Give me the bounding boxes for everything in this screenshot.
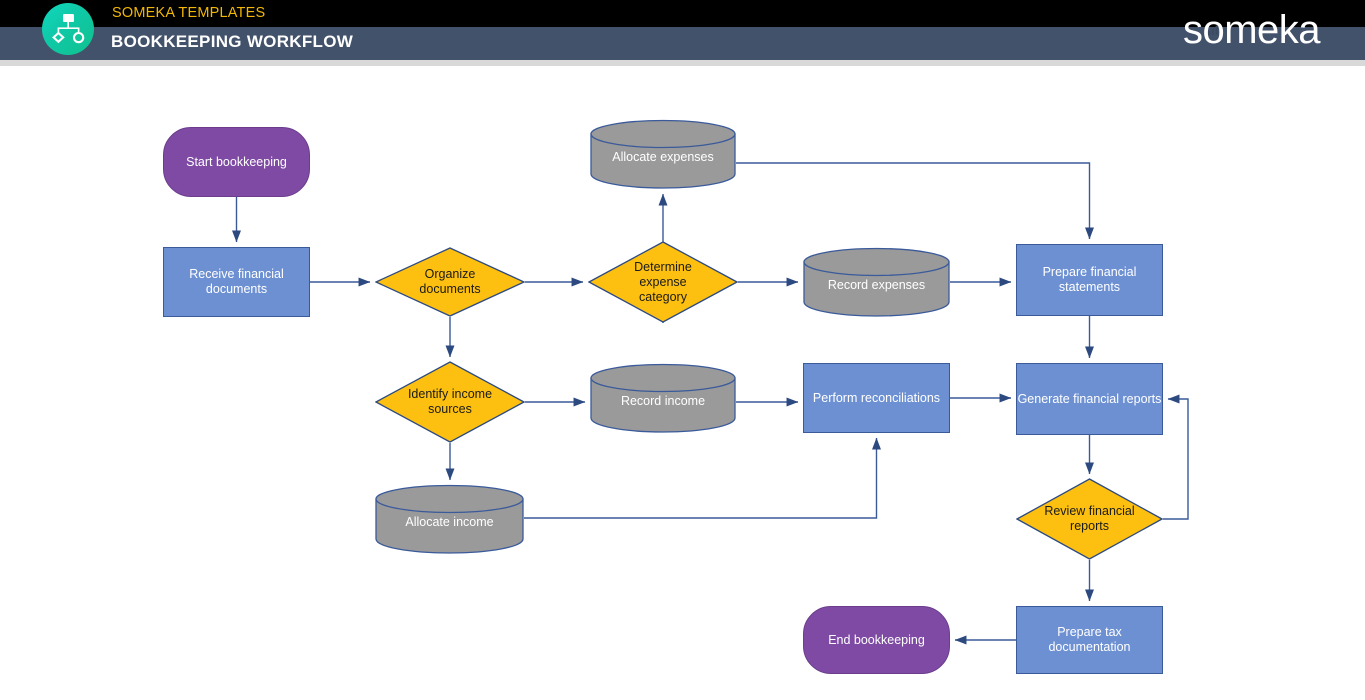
node-generate-financial-reports[interactable]: Generate financial reports [1016,363,1163,435]
node-identify-income-sources[interactable]: Identify income sources [375,361,525,443]
node-organize-documents[interactable]: Organize documents [375,247,525,317]
edge-allocinc-reconcile [524,437,881,519]
node-label: Allocate income [405,514,494,529]
flowchart-logo-icon [52,14,85,44]
templates-label: SOMEKA TEMPLATES [112,5,266,21]
node-label: Prepare financial statements [1042,265,1137,294]
database-cylinder-shape [590,363,736,433]
bar-chart-icon [1208,25,1219,35]
decision-diamond-shape [588,241,738,323]
header-divider-gray [0,60,1365,66]
brand-text-pre: s [1182,8,1203,52]
decision-diamond-shape [375,361,525,443]
node-label: End bookkeeping [828,632,925,647]
node-label: Organize documents [419,267,481,296]
decision-diamond-shape [375,247,525,317]
node-label: Generate financial reports [1017,391,1162,406]
flowchart-edges [232,162,1189,645]
node-label: Determine expense category [634,259,692,304]
node-prepare-financial-statements[interactable]: Prepare financial statements [1016,244,1163,316]
header-black-band [0,0,1365,27]
database-cylinder-shape [375,484,524,554]
node-start-bookkeeping[interactable]: Start bookkeeping [163,127,310,197]
database-cylinder-shape [803,247,950,317]
node-record-income[interactable]: Record income [590,363,736,433]
node-label: Perform reconciliations [812,390,941,405]
node-review-financial-reports[interactable]: Review financial reports [1016,478,1163,560]
node-record-expenses[interactable]: Record expenses [803,247,950,317]
node-allocate-expenses[interactable]: Allocate expenses [590,119,736,189]
node-determine-expense-category[interactable]: Determine expense category [588,241,738,323]
node-label: Start bookkeeping [186,154,287,169]
node-label: Identify income sources [407,387,493,416]
node-allocate-income[interactable]: Allocate income [375,484,524,554]
header-slate-band [0,27,1365,60]
node-label: Receive financial documents [189,267,284,296]
node-label: Review financial reports [1044,504,1135,533]
edge-review-genrep-loop [1163,394,1189,520]
database-cylinder-shape [590,119,736,189]
node-perform-reconciliations[interactable]: Perform reconciliations [803,363,950,433]
node-receive-financial-documents[interactable]: Receive financial documents [163,247,310,317]
node-label: Prepare tax documentation [1048,625,1131,654]
flowchart-canvas: Start bookkeeping Receive financial docu… [0,70,1365,700]
edge-allocexp-prepstmt [736,162,1094,240]
brand-text-post: meka [1224,8,1320,52]
decision-diamond-shape [1016,478,1163,560]
node-label: Allocate expenses [612,149,714,164]
node-prepare-tax-documentation[interactable]: Prepare tax documentation [1016,606,1163,674]
node-label: Record expenses [827,277,926,292]
node-end-bookkeeping[interactable]: End bookkeeping [803,606,950,674]
page-title: BOOKKEEPING WORKFLOW [111,32,354,51]
header-divider-white [0,66,1365,70]
node-label: Record income [620,393,706,408]
brand-o-letter: o [1202,6,1224,54]
